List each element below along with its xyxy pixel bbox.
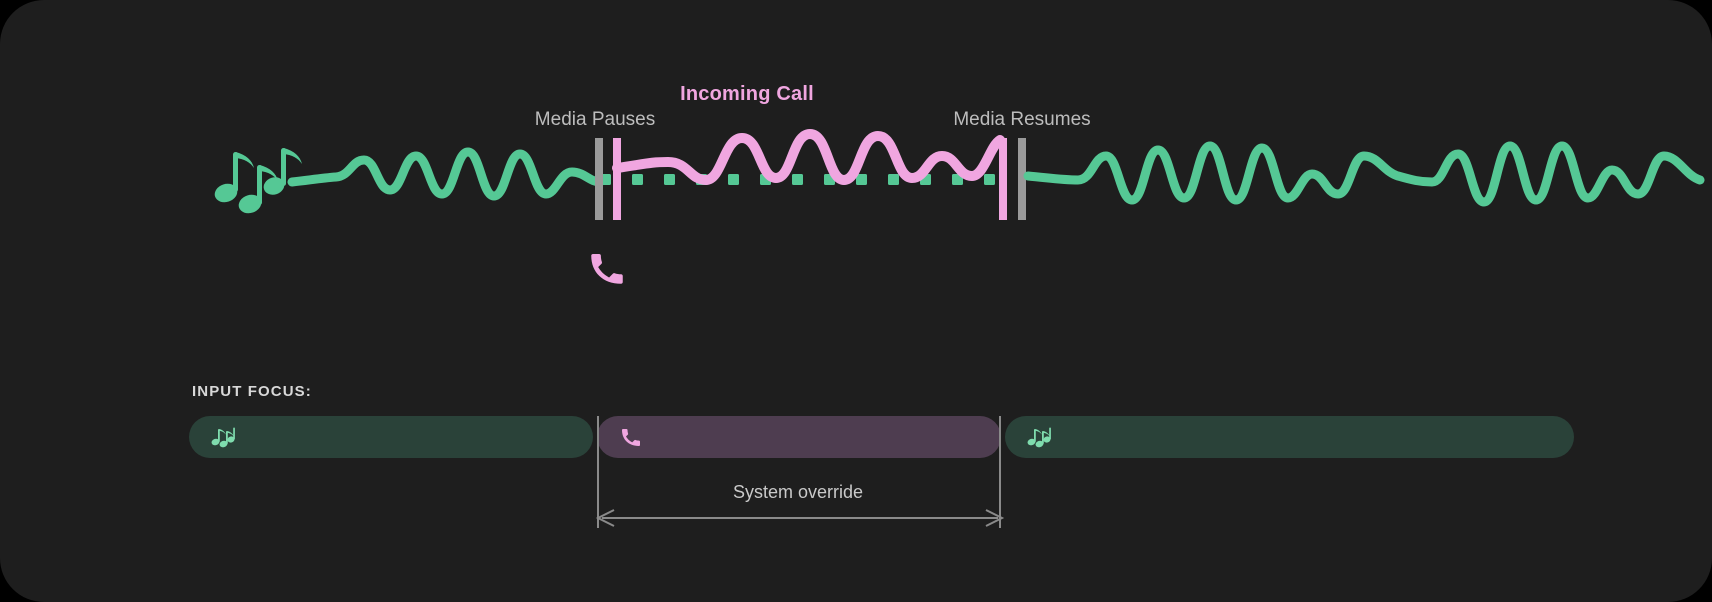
waveform-call-audio — [612, 128, 1005, 186]
incoming-call-label: Incoming Call — [680, 83, 814, 105]
focus-segment-call[interactable] — [597, 416, 1001, 458]
override-right-rule — [999, 416, 1001, 528]
focus-segment-media-1[interactable] — [189, 416, 593, 458]
music-notes-icon — [1027, 427, 1051, 448]
audio-timeline-waveform — [214, 128, 1705, 220]
double-headed-arrow-icon — [595, 509, 1005, 527]
phone-icon — [591, 254, 623, 284]
system-override-label: System override — [732, 482, 864, 502]
media-muted-dotted-line — [600, 174, 995, 185]
focus-segment-media-2[interactable] — [1005, 416, 1574, 458]
resume-divider-grey — [1018, 138, 1026, 220]
music-notes-icon — [211, 427, 235, 448]
input-focus-label: INPUT FOCUS: — [192, 383, 312, 400]
media-pauses-label: Media Pauses — [534, 109, 656, 130]
media-resumes-label: Media Resumes — [953, 109, 1091, 130]
waveform-media-after — [1023, 141, 1705, 207]
waveform-media-before — [287, 147, 605, 201]
resume-divider-pink — [999, 138, 1007, 220]
music-notes-icon — [214, 148, 302, 214]
override-left-rule — [597, 416, 599, 528]
pause-divider-grey — [595, 138, 603, 220]
pause-divider-pink — [613, 138, 621, 220]
phone-icon — [622, 429, 640, 446]
